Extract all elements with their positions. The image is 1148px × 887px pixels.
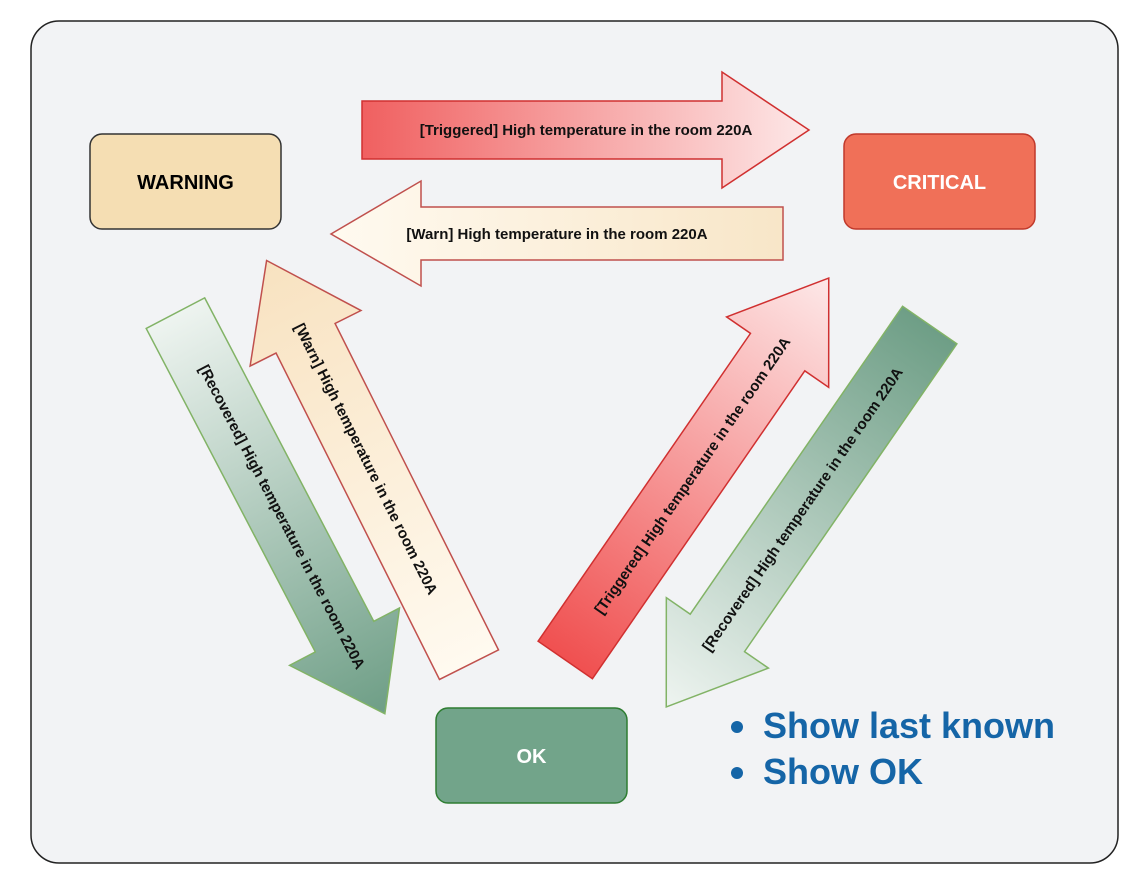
notes-list: Show last known Show OK (725, 703, 1055, 795)
arrow-warning-to-critical: [Triggered] High temperature in the room… (361, 70, 811, 190)
arrow-label: [Warn] High temperature in the room 220A (406, 226, 707, 243)
note-text: Show OK (763, 751, 923, 792)
bullet-icon (731, 721, 743, 733)
state-label: CRITICAL (893, 172, 986, 194)
state-label: WARNING (137, 172, 234, 194)
arrow-critical-to-warning: [Warn] High temperature in the room 220A (329, 179, 784, 288)
bullet-icon (731, 767, 743, 779)
note-item: Show OK (725, 749, 1055, 795)
state-ok[interactable]: OK (435, 707, 628, 804)
state-warning[interactable]: WARNING (89, 133, 282, 230)
state-label: OK (517, 746, 548, 768)
diagram-panel (30, 20, 1119, 864)
state-critical[interactable]: CRITICAL (843, 133, 1036, 230)
arrow-label: [Triggered] High temperature in the room… (420, 122, 753, 139)
note-text: Show last known (763, 705, 1056, 746)
note-item: Show last known (725, 703, 1055, 749)
